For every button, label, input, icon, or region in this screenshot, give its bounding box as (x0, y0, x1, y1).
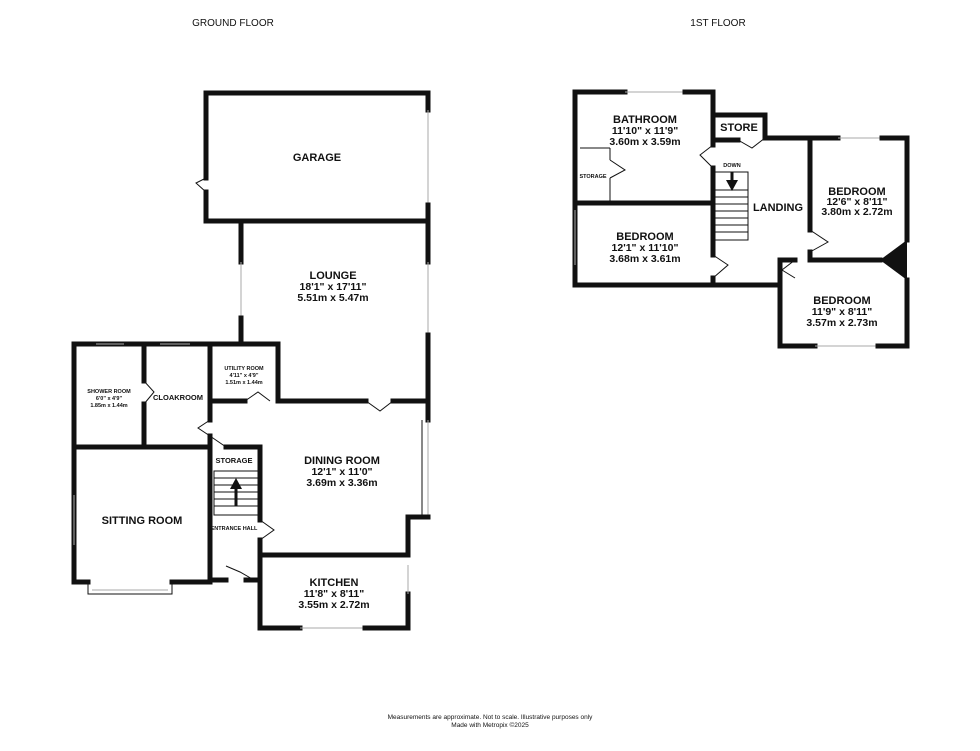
entrance-hall (207, 435, 275, 583)
store-room (710, 112, 768, 149)
bathroom-label: BATHROOM (613, 114, 677, 126)
storage-1st-label: STORAGE (579, 174, 606, 180)
first-floor-title: 1ST FLOOR (690, 18, 745, 29)
bedroom-1-imperial: 12'1" x 11'10" (612, 242, 679, 254)
footer-credit: Made with Metropix ©2025 (451, 721, 529, 729)
lounge-label: LOUNGE (309, 270, 356, 282)
store-label: STORE (720, 122, 758, 134)
kitchen-label: KITCHEN (310, 577, 359, 589)
shower-imperial: 6'0" x 4'9" (96, 396, 123, 402)
bedroom-3-label: BEDROOM (813, 295, 870, 307)
kitchen-room (257, 552, 411, 631)
utility-room (207, 341, 281, 404)
bathroom-imperial: 11'10" x 11'9" (612, 125, 678, 137)
ground-floor-plan: GARAGE LOUNGE 18'1" x 17'11" 5.51m x 5.4… (71, 90, 431, 631)
lounge-metric: 5.51m x 5.47m (297, 292, 368, 304)
lounge-imperial: 18'1" x 17'11" (300, 281, 367, 293)
ground-floor-title: GROUND FLOOR (192, 18, 274, 29)
storage-label: STORAGE (216, 456, 253, 465)
first-floor-plan: BATHROOM 11'10" x 11'9" 3.60m x 3.59m ST… (572, 89, 910, 349)
bedroom-3-metric: 3.57m x 2.73m (806, 317, 877, 329)
bathroom-metric: 3.60m x 3.59m (609, 136, 680, 148)
bedroom-1-label: BEDROOM (616, 231, 673, 243)
garage-label: GARAGE (293, 152, 341, 164)
dining-room (257, 420, 431, 558)
sitting-label: SITTING ROOM (102, 515, 183, 527)
bedroom-2-room (807, 135, 910, 280)
bedroom-3-room (777, 257, 910, 349)
bedroom-2-metric: 3.80m x 2.72m (821, 206, 892, 218)
bedroom-2-label: BEDROOM (828, 186, 885, 198)
entrance-label: ENTRANCE HALL (211, 526, 258, 532)
garage-room (195, 90, 431, 224)
lounge-room (238, 218, 431, 423)
dining-imperial: 12'1" x 11'0" (311, 466, 372, 478)
landing-label: LANDING (753, 202, 803, 214)
bedroom-3-imperial: 11'9" x 8'11" (812, 306, 873, 318)
shower-metric: 1.85m x 1.44m (90, 403, 127, 409)
west-wing (71, 341, 281, 585)
bathroom-room (572, 89, 716, 288)
kitchen-imperial: 11'8" x 8'11" (304, 588, 365, 600)
shower-label: SHOWER ROOM (87, 389, 131, 395)
bedroom-2-imperial: 12'6" x 8'11" (826, 196, 887, 208)
bedroom-1-metric: 3.68m x 3.61m (609, 253, 680, 265)
sitting-room (71, 579, 213, 595)
utility-label: UTILITY ROOM (224, 366, 264, 372)
landing-area (572, 135, 813, 288)
down-label: DOWN (723, 163, 740, 169)
utility-metric: 1.51m x 1.44m (225, 380, 262, 386)
kitchen-metric: 3.55m x 2.72m (298, 599, 369, 611)
dining-metric: 3.69m x 3.36m (306, 477, 377, 489)
utility-imperial: 4'11" x 4'9" (230, 373, 259, 379)
cloakroom-label: CLOAKROOM (153, 393, 203, 402)
footer-disclaimer: Measurements are approximate. Not to sca… (388, 714, 594, 721)
dining-label: DINING ROOM (304, 455, 380, 467)
